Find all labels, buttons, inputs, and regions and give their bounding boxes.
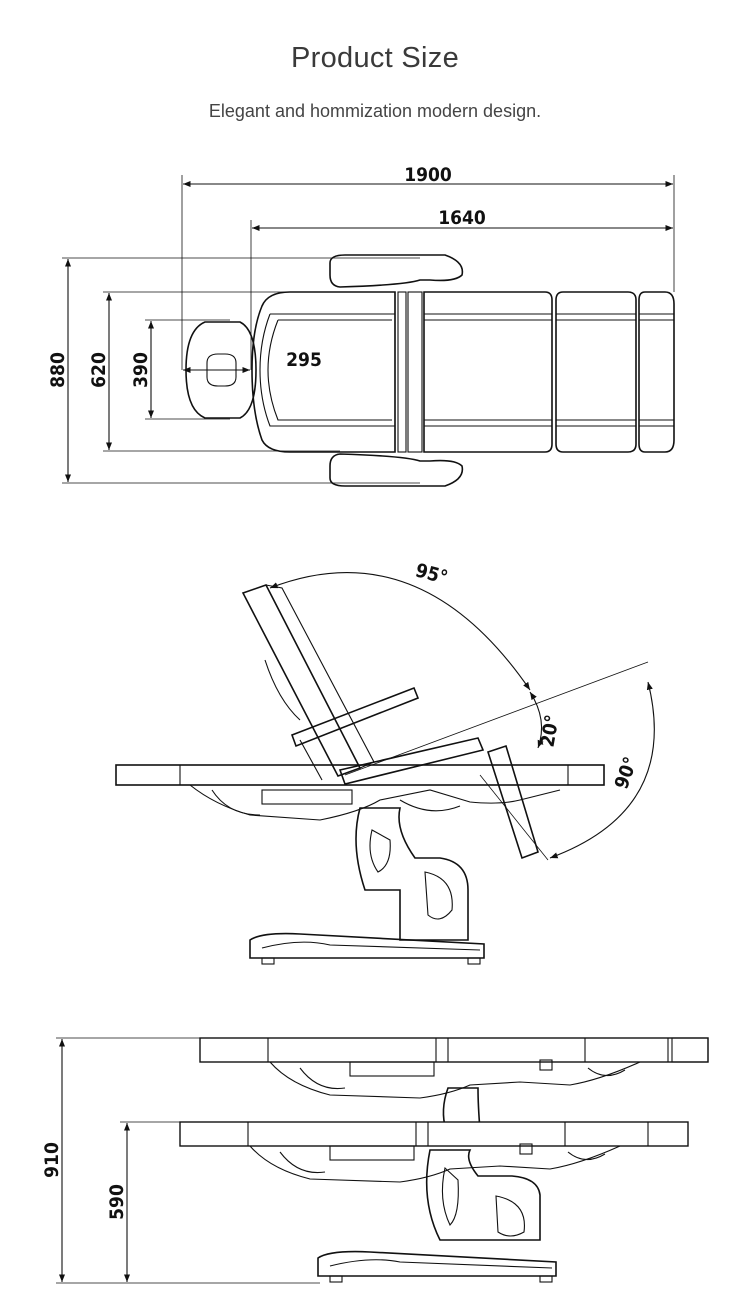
arc-20 bbox=[529, 691, 544, 749]
height-view-drawing: 910 590 bbox=[41, 1037, 709, 1284]
backrest-raised bbox=[241, 584, 362, 777]
backrest-outline bbox=[251, 291, 396, 453]
dim-label-390: 390 bbox=[130, 352, 152, 388]
top-view-drawing: 1900 1640 295 880 620 390 bbox=[47, 164, 675, 487]
dim-label-590: 590 bbox=[106, 1184, 128, 1220]
legrest-dropped bbox=[486, 744, 539, 860]
legrest-outline bbox=[555, 291, 637, 453]
armrest-bottom bbox=[329, 453, 464, 487]
header: Product Size Elegant and hommization mod… bbox=[0, 0, 750, 140]
page-title: Product Size bbox=[284, 42, 465, 75]
dim-label-1640: 1640 bbox=[438, 207, 486, 229]
base-plate bbox=[249, 932, 485, 959]
face-hole bbox=[206, 353, 237, 387]
footrest-outline bbox=[638, 291, 675, 453]
bed-min-height bbox=[179, 1121, 689, 1183]
seat-outline bbox=[423, 291, 553, 453]
lift-column bbox=[355, 807, 469, 941]
side-view-drawing: 95° 20° 90° bbox=[115, 559, 655, 965]
dim-label-1900: 1900 bbox=[404, 164, 452, 186]
base-plate-low bbox=[317, 1250, 557, 1277]
arc-95 bbox=[269, 572, 531, 691]
arc-90 bbox=[549, 681, 655, 859]
dim-label-910: 910 bbox=[41, 1142, 63, 1178]
dim-label-880: 880 bbox=[47, 352, 69, 388]
armrest-top bbox=[329, 254, 464, 288]
lift-column-low bbox=[425, 1149, 541, 1241]
bed-max-height bbox=[199, 1037, 709, 1099]
angle-label-20: 20° bbox=[536, 713, 563, 749]
dim-label-620: 620 bbox=[88, 352, 110, 388]
armrest-side bbox=[290, 686, 420, 748]
angle-label-90: 90° bbox=[610, 754, 642, 792]
page-subtitle: Elegant and hommization modern design. bbox=[208, 101, 542, 121]
dim-label-295: 295 bbox=[286, 349, 322, 371]
seat-tilted bbox=[338, 737, 485, 785]
angle-label-95: 95° bbox=[413, 559, 450, 589]
